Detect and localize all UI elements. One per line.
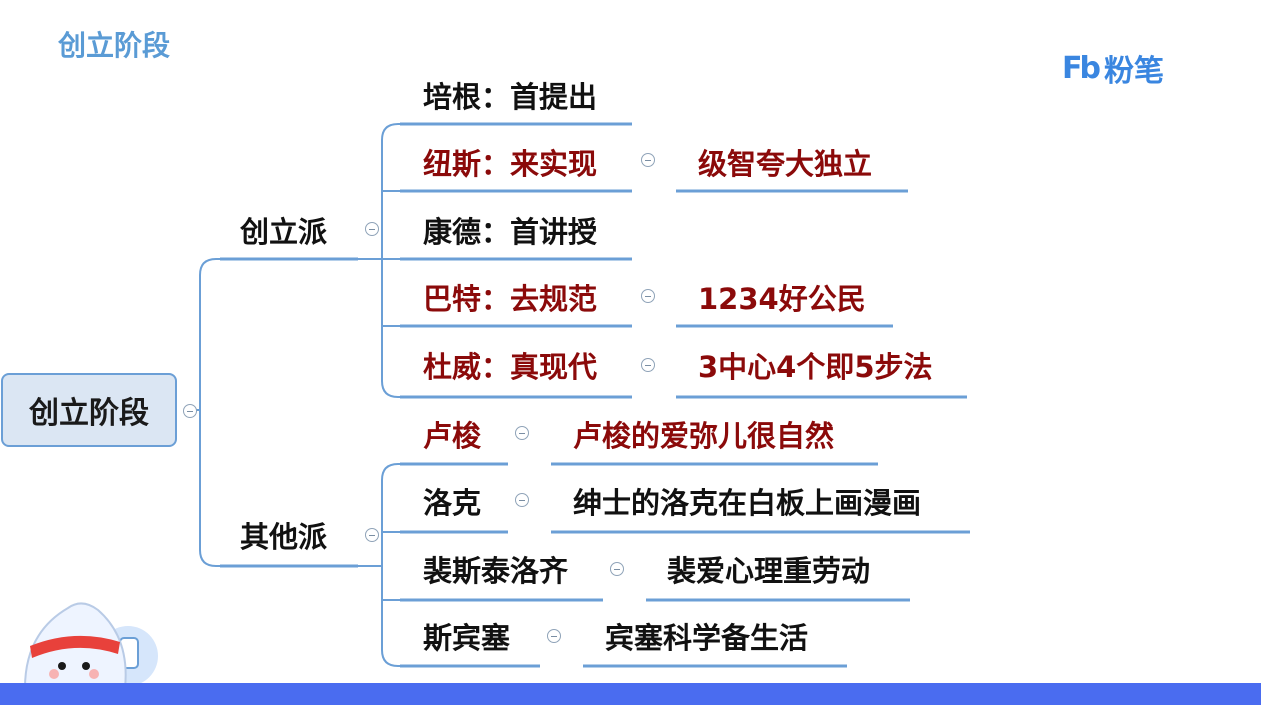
collapse-toggle-branch-2[interactable] [365, 528, 379, 542]
topic-1-1[interactable]: 培根：首提出 [423, 80, 598, 114]
topic-2-3[interactable]: 裴斯泰洛齐 [423, 554, 569, 588]
topic-2-4[interactable]: 斯宾塞 [423, 621, 511, 655]
collapse-toggle-2-3[interactable] [610, 562, 624, 576]
mindmap-root[interactable]: 创立阶段 [1, 373, 177, 447]
collapse-toggle-2-2[interactable] [515, 493, 529, 507]
note-2-3[interactable]: 裴爱心理重劳动 [667, 554, 871, 588]
logo-text: 粉笔 [1103, 54, 1164, 89]
topic-2-2[interactable]: 洛克 [423, 486, 482, 520]
collapse-toggle-branch-1[interactable] [365, 222, 379, 236]
note-2-2[interactable]: 绅士的洛克在白板上画漫画 [573, 486, 922, 520]
mascot-illustration [23, 602, 158, 688]
logo-mark: Fb [1062, 50, 1101, 86]
collapse-toggle-root[interactable] [183, 404, 197, 418]
collapse-toggle-2-1[interactable] [515, 426, 529, 440]
note-2-1[interactable]: 卢梭的爱弥儿很自然 [573, 419, 835, 453]
collapse-toggle-2-4[interactable] [547, 629, 561, 643]
topic-1-3[interactable]: 康德：首讲授 [423, 215, 598, 249]
topic-1-4[interactable]: 巴特：去规范 [423, 282, 598, 316]
collapse-toggle-1-4[interactable] [641, 289, 655, 303]
collapse-toggle-1-5[interactable] [641, 358, 655, 372]
note-1-5[interactable]: 3中心4个即5步法 [698, 350, 933, 384]
brand-logo: Fb 粉笔 [1062, 50, 1164, 90]
page-title: 创立阶段 [58, 29, 171, 62]
note-2-4[interactable]: 宾塞科学备生活 [605, 621, 809, 655]
footer-bar [0, 683, 1261, 705]
topic-1-2[interactable]: 纽斯：来实现 [423, 147, 598, 181]
branch-label-2[interactable]: 其他派 [240, 520, 328, 554]
note-1-4[interactable]: 1234好公民 [698, 282, 866, 316]
note-1-2[interactable]: 级智夸大独立 [698, 147, 873, 181]
branch-label-1[interactable]: 创立派 [240, 215, 328, 249]
topic-1-5[interactable]: 杜威：真现代 [423, 350, 598, 384]
topic-2-1[interactable]: 卢梭 [423, 419, 482, 453]
collapse-toggle-1-2[interactable] [641, 153, 655, 167]
